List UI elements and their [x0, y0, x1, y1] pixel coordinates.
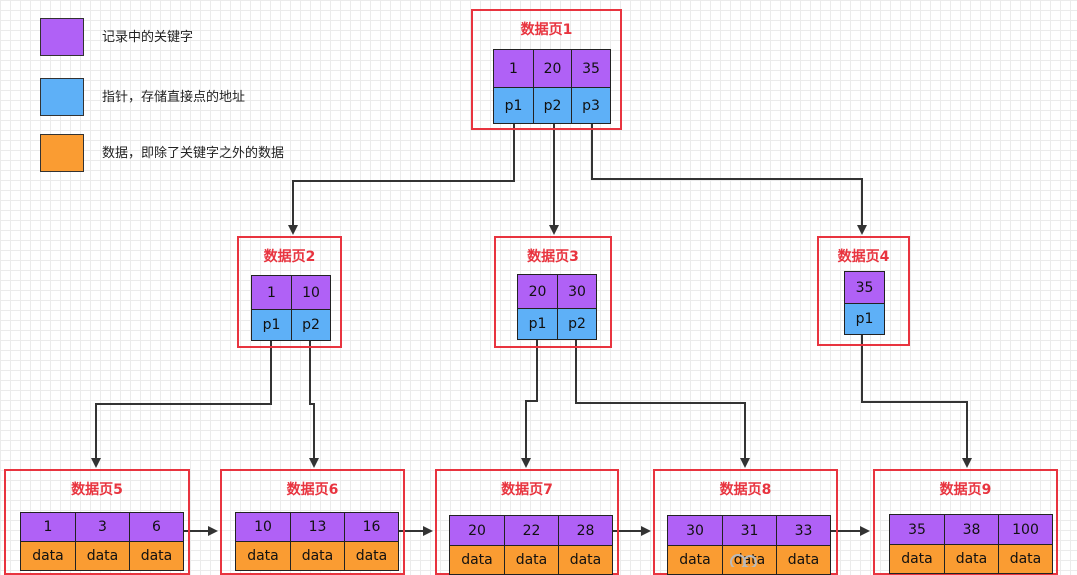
key-cell: 10 [291, 275, 331, 310]
data-page-5: 数据页5 1 3 6 data data data [4, 469, 190, 575]
key-cell: 10 [235, 512, 291, 542]
key-cell: 30 [667, 515, 723, 546]
key-cell: 3 [75, 512, 130, 542]
data-page-2: 数据页2 1 10 p1 p2 [237, 236, 342, 348]
key-cell: 13 [290, 512, 345, 542]
key-cell: 16 [344, 512, 399, 542]
key-cell: 1 [493, 49, 534, 88]
data-cell: data [944, 544, 999, 574]
data-cell: data [235, 541, 291, 571]
data-cell: data [344, 541, 399, 571]
key-cell: 22 [504, 515, 559, 546]
arrow-page4-p1-to-page9 [861, 333, 972, 468]
arrow-page3-p1-to-page7 [521, 337, 538, 468]
data-cell: data [20, 541, 76, 571]
legend-key-label: 记录中的关键字 [102, 30, 194, 45]
data-page-3: 数据页3 20 30 p1 p2 [494, 236, 612, 348]
legend-key-swatch [40, 18, 84, 56]
legend-data-label: 数据，即除了关键字之外的数据 [102, 146, 285, 161]
pointer-cell: p1 [493, 87, 534, 124]
arrow-page2-p2-to-page6 [309, 337, 319, 468]
pointer-cell: p2 [557, 308, 597, 340]
key-cell: 1 [251, 275, 292, 310]
data-cell: data [449, 545, 505, 575]
data-page-9: 数据页9 35 38 100 data data data [873, 469, 1058, 575]
page-title: 数据页8 [719, 482, 772, 498]
key-cell: 20 [533, 49, 572, 88]
data-page-4: 数据页4 35 p1 [817, 236, 910, 346]
page-title: 数据页2 [263, 249, 316, 265]
page-title: 数据页6 [286, 482, 339, 498]
data-cell: data [998, 544, 1053, 574]
pointer-cell: p1 [517, 308, 558, 340]
arrow-p1-to-page2 [288, 120, 515, 235]
key-cell: 35 [571, 49, 611, 88]
key-cell: 35 [844, 271, 885, 304]
page-title: 数据页9 [939, 482, 992, 498]
key-cell: 20 [517, 274, 558, 309]
watermark-icon [730, 554, 757, 567]
pointer-cell: p3 [571, 87, 611, 124]
data-cell: data [889, 544, 945, 574]
page-title: 数据页5 [71, 482, 123, 498]
key-cell: 28 [558, 515, 613, 546]
key-cell: 6 [129, 512, 184, 542]
key-cell: 20 [449, 515, 505, 546]
key-cell: 100 [998, 514, 1053, 545]
data-cell: data [290, 541, 345, 571]
data-page-7: 数据页7 20 22 28 data data data [435, 469, 619, 575]
key-cell: 30 [557, 274, 597, 309]
pointer-cell: p2 [533, 87, 572, 124]
pointer-cell: p2 [291, 309, 331, 341]
data-page-1: 数据页1 1 20 35 p1 p2 p3 [471, 9, 622, 130]
key-cell: 31 [722, 515, 777, 546]
data-cell: data [75, 541, 130, 571]
page-title: 数据页3 [527, 249, 579, 265]
data-cell: data [504, 545, 559, 575]
key-cell: 38 [944, 514, 999, 545]
page-title: 数据页4 [837, 249, 890, 265]
arrow-p3-to-page4 [591, 120, 867, 235]
arrow-page2-p1-to-page5 [91, 337, 272, 468]
key-cell: 33 [776, 515, 831, 546]
key-cell: 35 [889, 514, 945, 545]
key-cell: 1 [20, 512, 76, 542]
pointer-cell: p1 [844, 303, 885, 335]
pointer-cell: p1 [251, 309, 292, 341]
arrow-page3-p2-to-page8 [575, 337, 750, 468]
page-title: 数据页1 [520, 22, 573, 38]
legend-pointer-label: 指针，存储直接点的地址 [102, 90, 246, 105]
legend-pointer-swatch [40, 78, 84, 116]
data-cell: data [667, 545, 723, 575]
data-page-6: 数据页6 10 13 16 data data data [220, 469, 405, 575]
legend-data-swatch [40, 134, 84, 172]
data-cell: data [558, 545, 613, 575]
page-title: 数据页7 [501, 482, 553, 498]
